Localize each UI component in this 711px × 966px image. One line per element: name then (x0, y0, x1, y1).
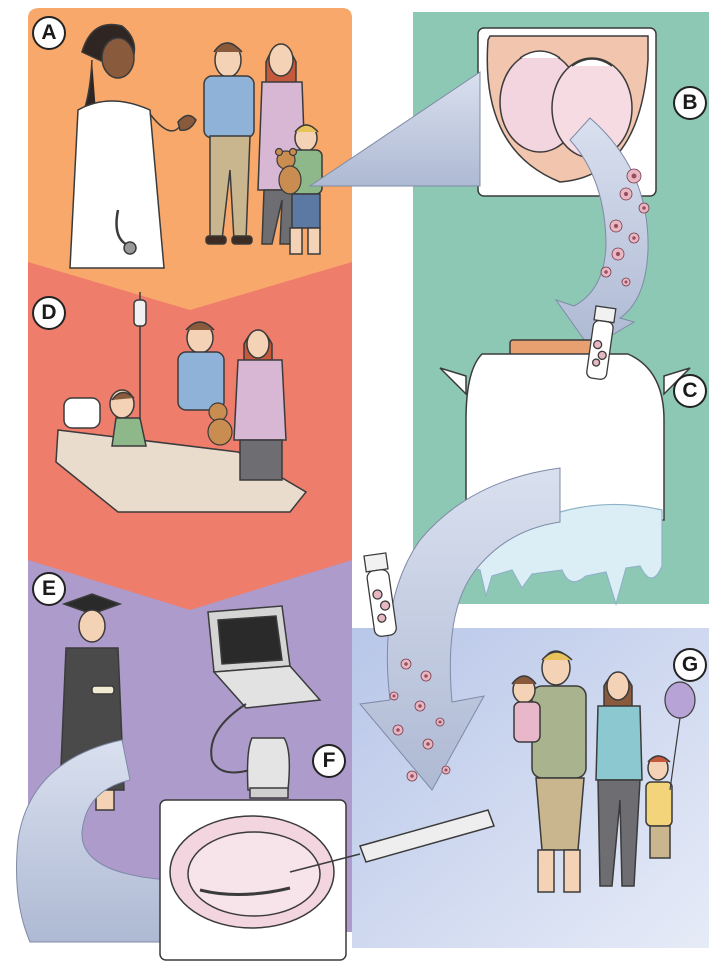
panel-label-g: G (673, 648, 707, 682)
cell-nucleus (418, 704, 422, 708)
cell-nucleus (410, 774, 414, 778)
cell-nucleus (393, 695, 396, 698)
cell-nucleus (625, 281, 628, 284)
cell-nucleus (404, 662, 408, 666)
testis-section (170, 816, 334, 928)
panel-label-d: D (32, 296, 66, 330)
cell-nucleus (642, 206, 646, 210)
cell-nucleus (624, 192, 628, 196)
ultrasound-probe-icon (248, 738, 290, 798)
cell-nucleus (632, 236, 636, 240)
panel-label-f: F (312, 744, 346, 778)
panel-label-b: B (673, 86, 707, 120)
cell-nucleus (604, 270, 608, 274)
cell-nucleus (445, 769, 448, 772)
panel-label-c: C (673, 374, 707, 408)
cell-nucleus (426, 742, 430, 746)
panel-label-e: E (32, 572, 66, 606)
cell-nucleus (439, 721, 442, 724)
cell-nucleus (424, 674, 428, 678)
cryovial-icon-transfer (364, 553, 397, 637)
cell-nucleus (616, 252, 620, 256)
panel-label-a: A (32, 16, 66, 50)
cell-nucleus (632, 174, 637, 179)
cell-nucleus (614, 224, 618, 228)
cell-nucleus (396, 728, 400, 732)
